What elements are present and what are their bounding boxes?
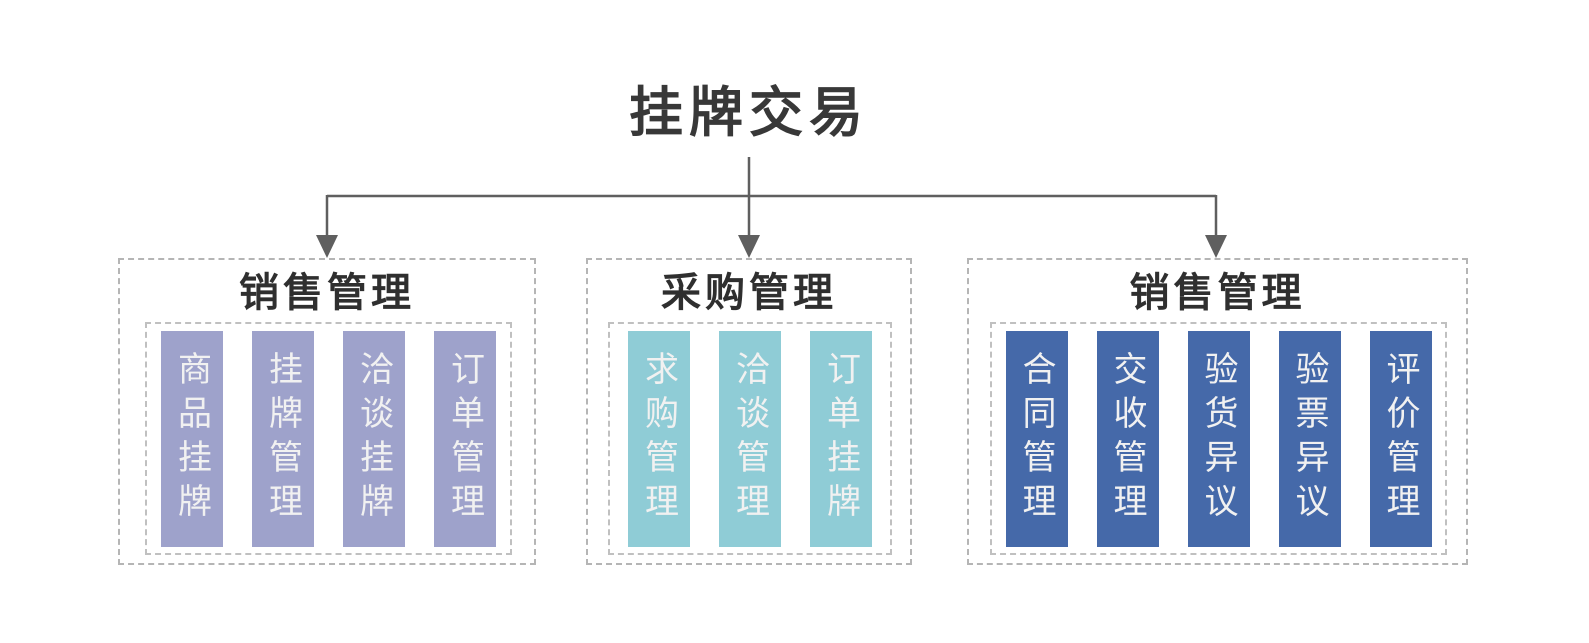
arrowheads xyxy=(316,235,1227,258)
bar-item: 订单管理 xyxy=(434,330,496,547)
bar-item: 挂牌管理 xyxy=(252,330,314,547)
arrow-down-icon xyxy=(316,235,338,258)
group-sales-management-1: 销售管理 商品挂牌 挂牌管理 洽谈挂牌 订单管理 xyxy=(118,258,536,565)
arrow-down-icon xyxy=(738,235,760,258)
bar-item: 验货异议 xyxy=(1187,330,1250,547)
group-sales-management-2: 销售管理 合同管理 交收管理 验货异议 验票异议 评价管理 xyxy=(967,258,1468,565)
bar-item: 交收管理 xyxy=(1096,330,1159,547)
group-items-box: 求购管理 洽谈管理 订单挂牌 xyxy=(608,322,892,555)
group-items-box: 商品挂牌 挂牌管理 洽谈挂牌 订单管理 xyxy=(145,322,512,555)
bar-item: 合同管理 xyxy=(1005,330,1068,547)
bar-item: 求购管理 xyxy=(628,330,690,547)
bar-item: 订单挂牌 xyxy=(810,330,872,547)
branch-lines xyxy=(325,157,1218,240)
bar-item: 洽谈挂牌 xyxy=(343,330,405,547)
bar-item: 评价管理 xyxy=(1369,330,1432,547)
group-items-box: 合同管理 交收管理 验货异议 验票异议 评价管理 xyxy=(990,322,1447,555)
bar-item: 洽谈管理 xyxy=(719,330,781,547)
group-title: 采购管理 xyxy=(661,271,837,315)
group-title: 销售管理 xyxy=(1129,271,1306,315)
bar-item: 验票异议 xyxy=(1278,330,1341,547)
diagram-root-title: 挂牌交易 xyxy=(629,83,869,143)
group-procurement-management: 采购管理 求购管理 洽谈管理 订单挂牌 xyxy=(586,258,912,565)
group-title: 销售管理 xyxy=(239,271,415,315)
bar-item: 商品挂牌 xyxy=(161,330,223,547)
arrow-down-icon xyxy=(1205,235,1227,258)
